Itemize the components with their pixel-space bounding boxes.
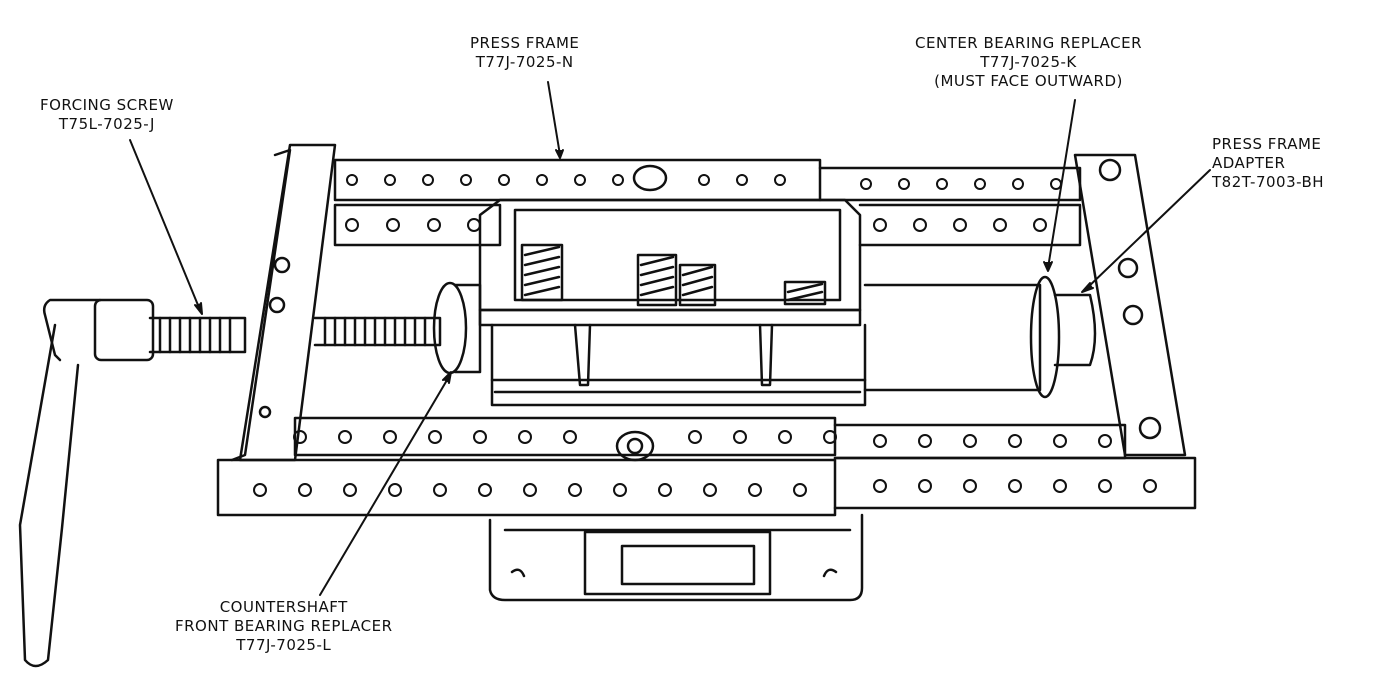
- leader-lines: [129, 81, 1211, 596]
- center-bearing-label-line3: (MUST FACE OUTWARD): [934, 72, 1123, 90]
- center-bearing-label-line2: T77J-7025-K: [980, 53, 1077, 71]
- center-bearing-label: CENTER BEARING REPLACER T77J-7025-K (MUS…: [915, 34, 1142, 91]
- adapter-label-line3: T82T-7003-BH: [1212, 173, 1325, 191]
- press-frame-leader: [547, 81, 561, 156]
- front-frame-rail: [216, 416, 1197, 517]
- countershaft-label: COUNTERSHAFT FRONT BEARING REPLACER T77J…: [175, 598, 393, 655]
- right-frame-post: [1073, 153, 1187, 457]
- forcing-screw-leader: [129, 139, 201, 311]
- left-frame-post: [230, 143, 337, 462]
- countershaft-label-line3: T77J-7025-L: [236, 636, 332, 654]
- adapter-label-line2: ADAPTER: [1212, 154, 1286, 172]
- transmission-case: [488, 513, 864, 602]
- press-frame-label-line2: T77J-7025-N: [475, 53, 574, 71]
- press-frame-adapter-label: PRESS FRAME ADAPTER T82T-7003-BH: [1212, 135, 1324, 192]
- center-bearing-label-line1: CENTER BEARING REPLACER: [915, 34, 1143, 52]
- forcing-screw-label-line1: FORCING SCREW: [40, 96, 174, 114]
- center-bearing-replacer: [863, 275, 1097, 399]
- gear-right: [783, 280, 827, 306]
- press-frame-label: PRESS FRAME T77J-7025-N: [470, 34, 579, 72]
- countershaft-label-line2: FRONT BEARING REPLACER: [175, 617, 393, 635]
- forcing-screw-label: FORCING SCREW T75L-7025-J: [40, 96, 174, 134]
- rear-frame-rail: [333, 158, 1082, 247]
- countershaft-leader: [319, 374, 451, 596]
- forcing-screw: [18, 281, 482, 668]
- adapter-leader: [1084, 169, 1211, 291]
- adapter-label-line1: PRESS FRAME: [1212, 135, 1322, 153]
- center-bearing-leader: [1047, 99, 1076, 269]
- lift-rings: [615, 164, 668, 462]
- press-frame-label-line1: PRESS FRAME: [470, 34, 580, 52]
- gear-center: [636, 253, 717, 307]
- gear-left: [520, 243, 564, 302]
- gear-case-top: [478, 198, 867, 407]
- countershaft-label-line1: COUNTERSHAFT: [219, 598, 348, 616]
- rail-holes: [253, 174, 1157, 497]
- forcing-screw-label-line2: T75L-7025-J: [58, 115, 155, 133]
